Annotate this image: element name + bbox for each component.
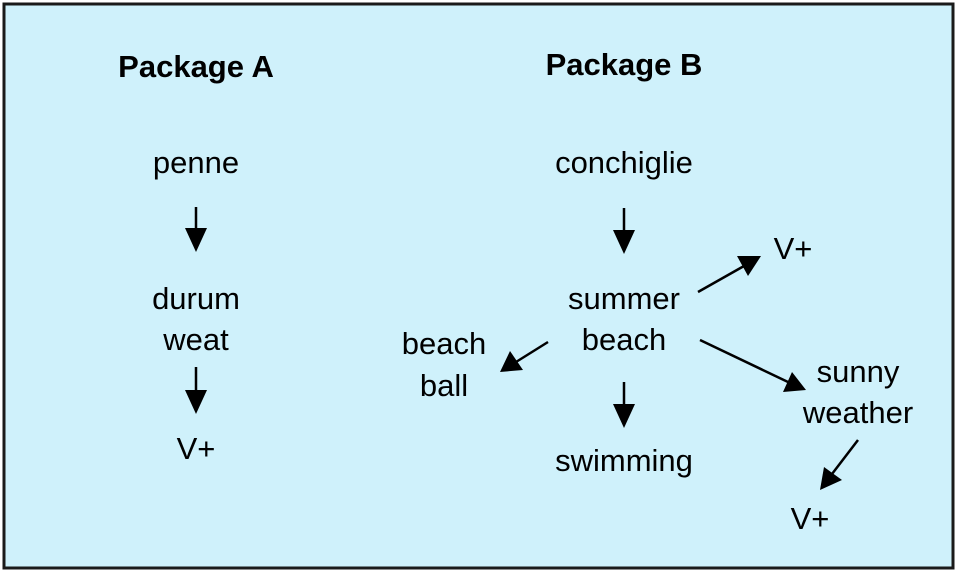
node-durum: durum [152, 281, 240, 316]
node-conchiglie: conchiglie [555, 145, 693, 180]
node-vplus-top: V+ [773, 231, 813, 266]
arrow-conchiglie-to-summer-beach [613, 208, 635, 254]
arrow-penne-to-durum [185, 207, 207, 252]
node-sunny: sunny [816, 354, 900, 389]
node-penne: penne [152, 145, 240, 180]
node-vplus-a: V+ [176, 431, 216, 466]
package-b-title: Package B [545, 47, 703, 82]
node-swimming: swimming [555, 443, 693, 478]
node-summer: summer [568, 281, 680, 316]
arrow-summer-beach-to-sunny-weather [699, 338, 806, 392]
arrow-summer-beach-to-vplus-top [697, 256, 761, 294]
node-beach: beach [581, 322, 667, 357]
node-beach-ball-line1: beach [401, 326, 487, 361]
node-beach-ball-line2: ball [419, 368, 469, 403]
node-weather: weather [802, 395, 914, 430]
arrow-summer-beach-to-swimming [613, 382, 635, 428]
arrow-sunny-weather-to-vplus-bottom [820, 439, 859, 490]
arrow-summer-beach-to-beach-ball [500, 340, 549, 372]
node-weat: weat [163, 322, 229, 357]
node-vplus-bottom: V+ [790, 501, 830, 536]
arrow-durum-to-vplus [185, 367, 207, 414]
package-a-title: Package A [118, 49, 274, 84]
